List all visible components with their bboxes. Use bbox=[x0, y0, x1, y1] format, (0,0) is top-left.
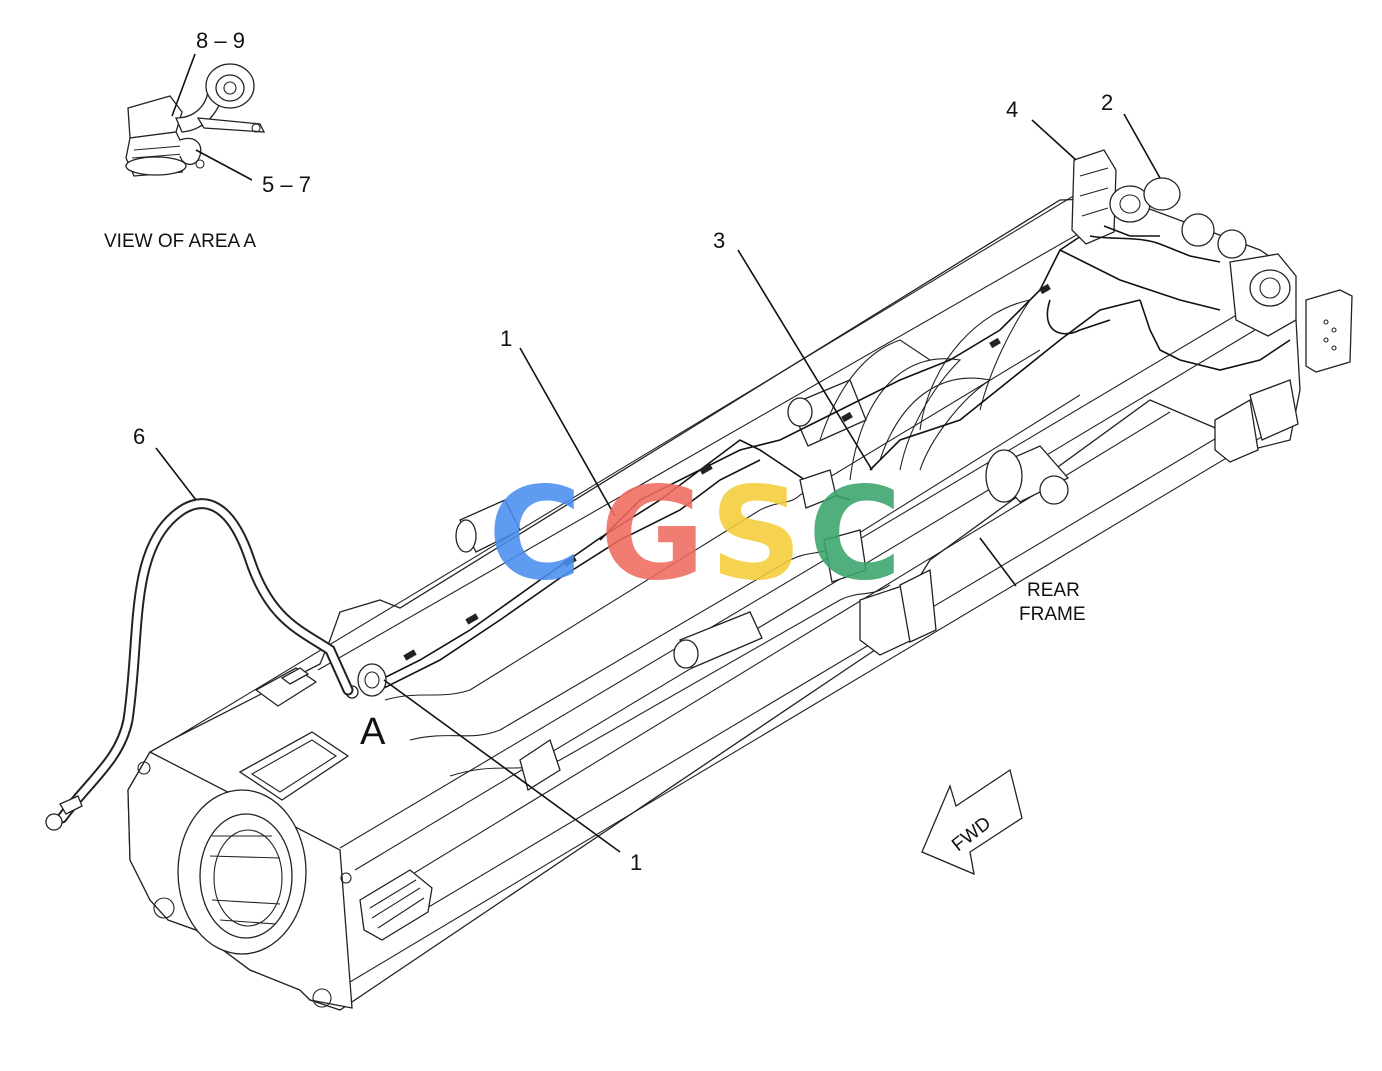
inset-caption: VIEW OF AREA A bbox=[104, 231, 256, 252]
watermark-letter-s: S bbox=[710, 460, 802, 609]
harness-hose-item-6 bbox=[45, 498, 354, 831]
watermark-letter-c2: C bbox=[808, 460, 902, 609]
rear-frame-label-line2: FRAME bbox=[1019, 604, 1086, 625]
callout-5-7: 5 – 7 bbox=[262, 172, 311, 197]
callout-4: 4 bbox=[1006, 97, 1018, 122]
rear-components bbox=[1071, 149, 1247, 263]
inset-view-area-a: 8 – 9 5 – 7 VIEW OF AREA A bbox=[104, 28, 311, 252]
leader-8-9 bbox=[171, 53, 196, 117]
callout-6: 6 bbox=[133, 424, 145, 449]
callout-2: 2 bbox=[1101, 90, 1113, 115]
leader-1-upper bbox=[519, 347, 616, 517]
cylinder-upper-mid bbox=[787, 379, 867, 447]
callout-1-lower: 1 bbox=[630, 850, 642, 875]
callouts: 4 2 3 1 6 1 REAR FRAME bbox=[133, 90, 1161, 875]
area-a-marker: A bbox=[360, 711, 386, 753]
rear-frame-drawing: A bbox=[127, 194, 1353, 1011]
inset-connector-drawing bbox=[125, 63, 266, 177]
cylinder-upper-left bbox=[455, 499, 521, 553]
callout-8-9: 8 – 9 bbox=[196, 28, 245, 53]
forward-direction-arrow: FWD bbox=[921, 768, 1023, 876]
leader-1-lower bbox=[383, 679, 621, 853]
callout-1-upper: 1 bbox=[500, 326, 512, 351]
leader-6 bbox=[155, 447, 197, 501]
cylinder-right bbox=[985, 445, 1070, 505]
leader-4 bbox=[1031, 119, 1077, 161]
cgsc-watermark: C G S C bbox=[488, 460, 902, 609]
leader-5-7 bbox=[195, 149, 253, 181]
leader-2 bbox=[1123, 113, 1161, 179]
watermark-letter-g: G bbox=[600, 460, 705, 609]
leader-3 bbox=[737, 249, 873, 471]
cylinder-center bbox=[673, 611, 763, 669]
watermark-letter-c1: C bbox=[488, 460, 582, 609]
callout-3: 3 bbox=[713, 228, 725, 253]
leader-rear-frame bbox=[979, 537, 1017, 587]
rear-frame-label-line1: REAR bbox=[1027, 580, 1080, 601]
